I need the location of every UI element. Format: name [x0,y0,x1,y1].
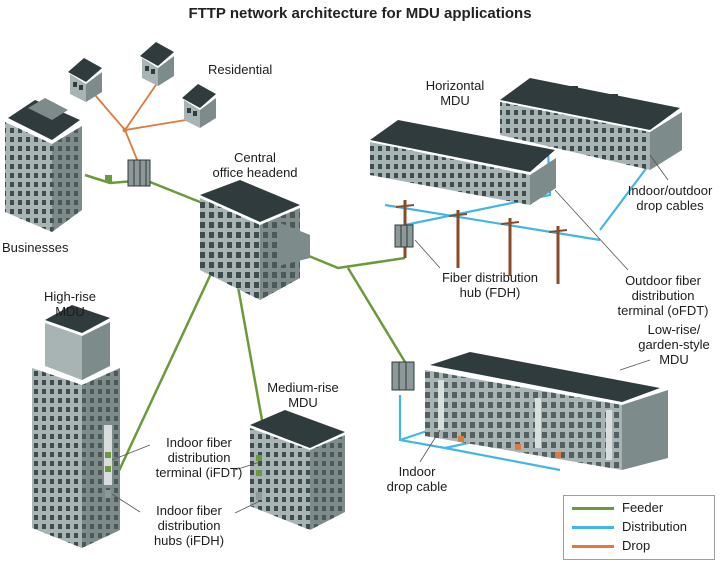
residential-label: Residential [208,62,273,77]
leader-lines [111,154,669,514]
businesses-label: Businesses [2,240,69,255]
residential-houses [68,42,216,133]
legend-label-drop: Drop [622,538,651,553]
horizontal-mdu-back-row [500,78,682,170]
high-rise-building [32,305,120,548]
diagram-title: FTTP network architecture for MDU applic… [188,5,532,22]
legend-swatch-drop [572,545,614,548]
fdh-cabinet [394,224,414,248]
horizontal-mdu-front-row [370,120,556,205]
low-rise-building [425,352,668,470]
legend: Feeder Distribution Drop [563,495,715,560]
street-cabinet-1 [105,159,151,187]
legend-item-drop: Drop [572,538,712,554]
legend-swatch-distribution [572,526,614,529]
business-building [5,98,82,232]
indoor-fdh-label: Indoor fiber distribution hubs (iFDH) [153,503,225,548]
central-office-label: Central office headend [212,150,298,180]
legend-item-distribution: Distribution [572,519,712,535]
low-rise-label: Low-rise/ garden-style MDU [638,322,710,367]
horizontal-mdu-label: Horizontal MDU [425,78,485,108]
fdh-label: Fiber distribution hub (FDH) [441,270,539,300]
high-rise-label: High-rise MDU [43,289,96,319]
legend-label-feeder: Feeder [622,500,664,515]
legend-item-feeder: Feeder [572,500,712,516]
medium-rise-label: Medium-rise MDU [267,380,339,410]
legend-swatch-feeder [572,507,614,510]
indoor-drop-label: Indoor drop cable [386,464,448,494]
indoor-outdoor-drop-label: Indoor/outdoor drop cables [627,183,713,213]
outdoor-fdt-label: Outdoor fiber distribution terminal (oFD… [617,273,709,318]
indoor-fdt-label: Indoor fiber distribution terminal (iFDT… [155,435,243,480]
legend-label-distribution: Distribution [622,519,688,534]
low-rise-cabinet [391,361,415,391]
central-office-building [200,180,310,300]
medium-rise-building [250,410,345,530]
